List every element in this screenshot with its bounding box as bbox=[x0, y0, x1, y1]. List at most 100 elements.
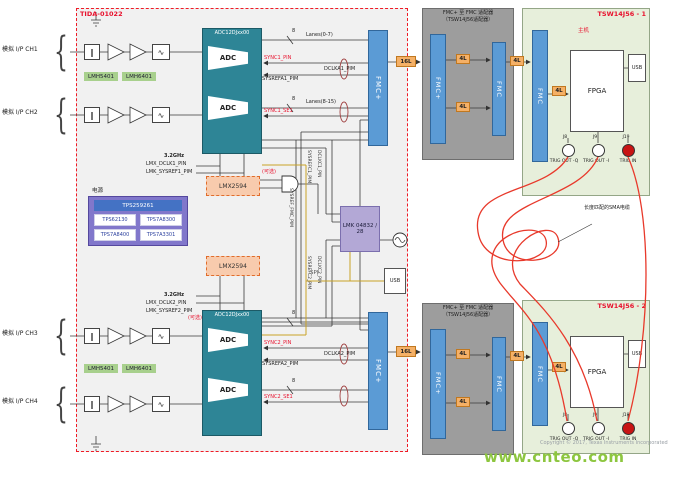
board-2-trig-label: TRIG IN bbox=[619, 437, 637, 442]
brace-ch1: { bbox=[54, 29, 68, 75]
amp-label-lmh6401-top: LMH6401 bbox=[122, 72, 156, 81]
sysref-fmc-label: SYSREF_FMC_PIM bbox=[288, 188, 293, 228]
watermark: www.cnteo.com bbox=[484, 448, 625, 466]
board-1-jack-label: J19 bbox=[622, 135, 630, 140]
sync2-pin-label: SYNC2_PIN bbox=[264, 340, 292, 346]
power-chip: TPS7A8400 bbox=[94, 229, 136, 241]
board-1-trig-label: TRIG OUT -I bbox=[582, 159, 610, 164]
board-1-usb: USB bbox=[628, 54, 646, 82]
sysrefc1-label: SYSREFC1_PIM bbox=[306, 150, 311, 184]
board-1-trig-out-i-jack bbox=[591, 143, 605, 157]
adapter-2-title-line2: （TSW14J56适配器） bbox=[442, 312, 494, 318]
amp-label-lmh5401-bottom: LMH5401 bbox=[84, 364, 118, 373]
adapter-1-title-line2: （TSW14J56适配器） bbox=[442, 17, 494, 23]
filter-icon-ch2: ∿ bbox=[152, 107, 170, 123]
dclkc1-label: DCLKC1_PIN bbox=[316, 150, 321, 178]
optional2-label: (可选) bbox=[188, 315, 202, 321]
filter-icon-ch1: ∿ bbox=[152, 44, 170, 60]
power-chip: TPS62130 bbox=[94, 214, 136, 226]
lmx2594-block-1: LMX2594 bbox=[206, 176, 260, 196]
board-2-trig-out-i-jack bbox=[591, 421, 605, 435]
board-1-jack-label: J9 bbox=[592, 135, 598, 140]
board-2-trig-label: TRIG OUT -Q bbox=[549, 437, 579, 442]
board-2-lane-tag: 4L bbox=[552, 362, 566, 372]
brace-ch3: { bbox=[54, 313, 68, 359]
adapter-2-title-line1: FMC+ 至 FMC 适配器 bbox=[442, 305, 494, 311]
lmx-dclk2-label: LMX_DCLK2_PIN bbox=[146, 300, 187, 306]
optional1-label: (可选) bbox=[262, 169, 276, 175]
board-2-trig-label: TRIG OUT -I bbox=[582, 437, 610, 442]
board-1-lane-tag: 4L bbox=[552, 86, 566, 96]
link-16l-tag-top: 16L bbox=[396, 56, 416, 67]
bus-width-label: 8 bbox=[292, 378, 296, 384]
power-chip: TPS7A3301 bbox=[140, 229, 182, 241]
sync1-se-label: SYNC1_SE1 bbox=[264, 108, 293, 114]
cable-note-leader-line bbox=[557, 223, 593, 243]
tida-usb-connector: USB bbox=[384, 268, 406, 294]
filter-icon-ch4: ∿ bbox=[152, 396, 170, 412]
channel-label-ch4: 模拟 I/P CH4 bbox=[2, 398, 38, 405]
balun-icon-ch1: ‖ bbox=[84, 44, 100, 60]
lmk-sysref1-label: LMK_SYSREF1_PIM bbox=[146, 169, 193, 175]
sysrefc2-label: SYSREFC2_PIM bbox=[306, 256, 311, 290]
freq1-label: 3.2GHz bbox=[164, 153, 185, 159]
dclka1-label: DCLKA1_PIM bbox=[324, 66, 356, 72]
board-1-trig-label: TRIG OUT -Q bbox=[549, 159, 579, 164]
tida-title: TIDA-01022 bbox=[80, 10, 123, 18]
board-1-master-label: 主机 bbox=[578, 28, 590, 34]
fmc-plus-connector-top: FMC+ bbox=[368, 30, 388, 146]
board-1-trig-out-q-jack bbox=[561, 143, 575, 157]
board-2-fpga: FPGA bbox=[570, 336, 624, 408]
board-2-trig-out-q-jack bbox=[561, 421, 575, 435]
adapter-2-lane-tag: 4L bbox=[456, 349, 470, 359]
freq2-label: 3.2GHz bbox=[164, 292, 185, 298]
board-2-jack-label: J9 bbox=[592, 413, 598, 418]
sysrefa2-label: SYSREFA2_PIM bbox=[262, 361, 299, 367]
power-chip: TPS7A8300 bbox=[140, 214, 182, 226]
balun-icon-ch4: ‖ bbox=[84, 396, 100, 412]
adapter-1-out-tag: 4L bbox=[510, 56, 524, 66]
lmk-sysref2-label: LMK_SYSREF2_PIM bbox=[146, 308, 193, 314]
bus-width-label: 8 bbox=[292, 310, 296, 316]
lmx2594-block-2: LMX2594 bbox=[206, 256, 260, 276]
adapter-1-fmc: FMC bbox=[492, 42, 506, 136]
spi-label: SPI bbox=[310, 270, 319, 276]
board-1-trig-in-jack bbox=[621, 143, 635, 157]
board-2-usb: USB bbox=[628, 340, 646, 368]
adapter-1-lane-tag: 4L bbox=[456, 54, 470, 64]
adapter-2-fmc-plus: FMC+ bbox=[430, 329, 446, 439]
board-2-jack-label: J19 bbox=[622, 413, 630, 418]
channel-label-ch2: 模拟 I/P CH2 bbox=[2, 109, 38, 116]
link-16l-tag-bottom: 16L bbox=[396, 346, 416, 357]
dclka2-label: DCLKA2_PIM bbox=[324, 351, 356, 357]
bus-width-label: 8 bbox=[292, 28, 296, 34]
adapter-1-lane-tag: 4L bbox=[456, 102, 470, 112]
balun-icon-ch3: ‖ bbox=[84, 328, 100, 344]
filter-icon-ch3: ∿ bbox=[152, 328, 170, 344]
lmx-dclk1-label: LMX_DCLK1_PIN bbox=[146, 161, 187, 167]
channel-label-ch1: 模拟 I/P CH1 bbox=[2, 46, 38, 53]
adc-block-1-title: ADC12DJxx00 bbox=[214, 30, 250, 36]
dclkc2-label: DCLKC2_PIN bbox=[316, 256, 321, 284]
board-1-title: TSW14J56 - 1 bbox=[597, 10, 646, 18]
fmc-plus-connector-bottom: FMC+ bbox=[368, 312, 388, 430]
power-controller: TPS259261 bbox=[94, 200, 182, 211]
lanes-mid-label: Lanes(8-15) bbox=[306, 99, 336, 105]
adapter-2-lane-tag: 4L bbox=[456, 397, 470, 407]
brace-ch4: { bbox=[54, 381, 68, 427]
balun-icon-ch2: ‖ bbox=[84, 107, 100, 123]
board-1-jack-label: J8 bbox=[562, 135, 568, 140]
sma-cable-note: 长度匹配的SMA电缆 bbox=[584, 205, 630, 211]
brace-ch2: { bbox=[54, 92, 68, 138]
board-2-fmc: FMC bbox=[532, 322, 548, 426]
amp-label-lmh5401-top: LMH5401 bbox=[84, 72, 118, 81]
bus-width-label: 8 bbox=[292, 96, 296, 102]
adapter-2-fmc: FMC bbox=[492, 337, 506, 431]
board-1-trig-label: TRIG IN bbox=[619, 159, 637, 164]
sync1-pin-label: SYNC1_PIN bbox=[264, 55, 292, 61]
board-1-fpga: FPGA bbox=[570, 50, 624, 132]
board-2-trig-in-jack bbox=[621, 421, 635, 435]
lmk04832-block: LMK 04832 / 28 bbox=[340, 206, 380, 252]
board-2-title: TSW14J56 - 2 bbox=[597, 302, 646, 310]
